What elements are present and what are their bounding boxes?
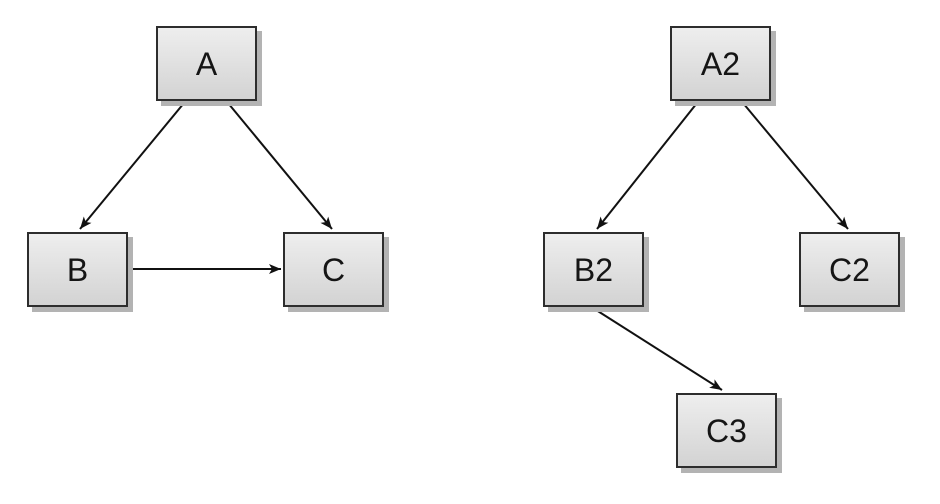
- node-C3-label: C3: [706, 412, 747, 449]
- edge-A2-to-B2-arrow[interactable]: [596, 102, 698, 230]
- node-A-label: A: [195, 45, 218, 82]
- node-B[interactable]: B: [27, 232, 128, 307]
- node-A[interactable]: A: [156, 26, 257, 101]
- edge-B2-to-C3-arrow[interactable]: [592, 307, 723, 391]
- node-C[interactable]: C: [283, 232, 384, 307]
- node-C2-label: C2: [829, 251, 870, 288]
- node-B2-label: B2: [573, 251, 614, 288]
- node-B-label: B: [66, 251, 89, 288]
- edge-A2-to-C2-arrow[interactable]: [742, 102, 849, 230]
- node-C2[interactable]: C2: [799, 232, 900, 307]
- node-A2[interactable]: A2: [670, 26, 771, 101]
- node-C3[interactable]: C3: [676, 393, 777, 468]
- edge-A-to-B-arrow[interactable]: [79, 102, 185, 230]
- node-B2[interactable]: B2: [543, 232, 644, 307]
- node-C-label: C: [321, 251, 346, 288]
- node-A2-label: A2: [700, 45, 741, 82]
- edge-A-to-C-arrow[interactable]: [227, 102, 333, 230]
